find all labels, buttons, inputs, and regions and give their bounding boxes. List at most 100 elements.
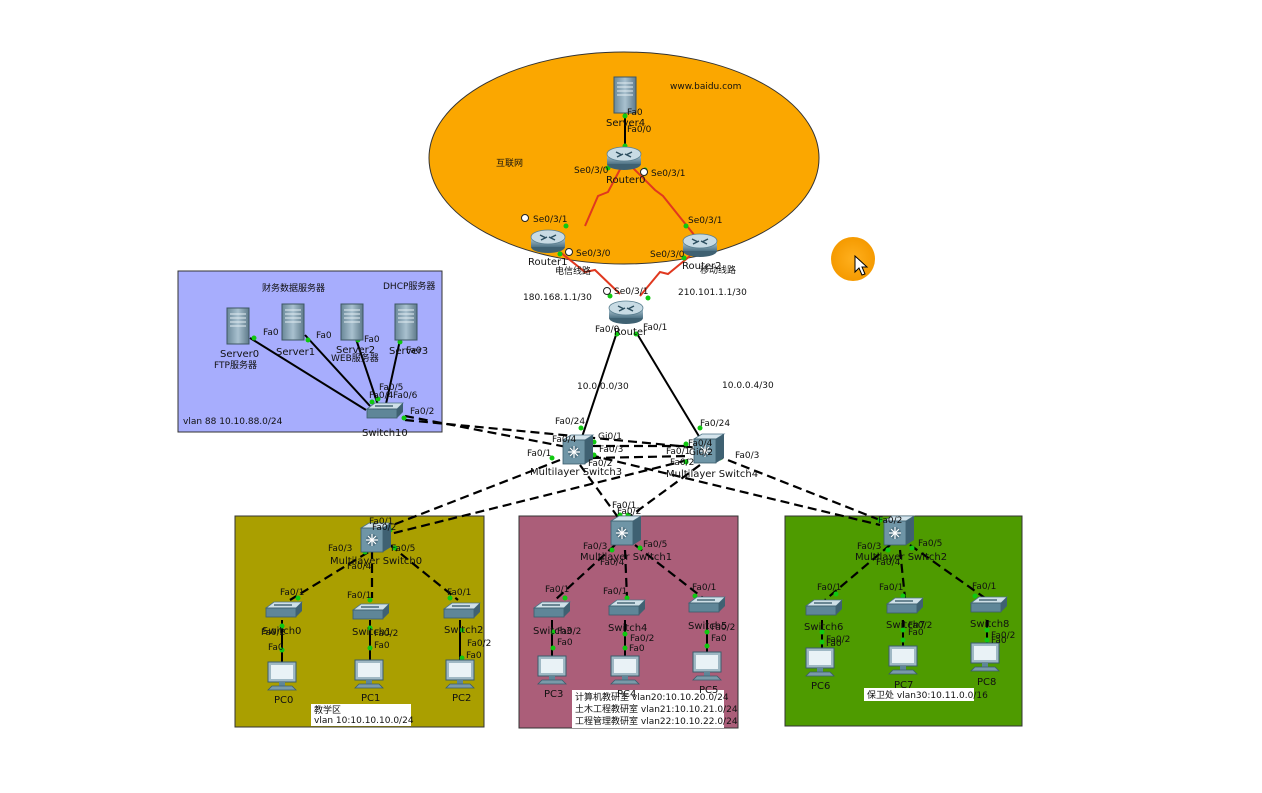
link-mls4-mls1[interactable] [624, 464, 701, 521]
link-mls3-mls0[interactable] [379, 458, 561, 532]
link-mls1-switch5[interactable] [634, 544, 704, 599]
port-label: Fa0/1 [643, 323, 667, 333]
switch5[interactable] [688, 596, 726, 613]
port-label: Fa0 [627, 108, 643, 118]
switch2[interactable] [443, 602, 481, 619]
server0[interactable] [226, 307, 250, 345]
link-mls3-mls4-b[interactable] [591, 454, 691, 460]
port-label: Fa0/2 [617, 507, 641, 517]
port-label: Fa0/24 [700, 419, 730, 429]
label-pc0: PC0 [274, 695, 293, 706]
link-router-mls4[interactable] [635, 331, 701, 439]
router0[interactable] [606, 146, 642, 171]
server1[interactable] [281, 303, 305, 341]
research-note-line1: 计算机教研室 vlan20:10.10.20.0/24 [575, 691, 729, 703]
link-mls3-mls2[interactable] [589, 453, 881, 527]
link-server1-switch10[interactable] [304, 334, 371, 407]
switch3[interactable] [533, 601, 571, 618]
security-note-line1: 保卫处 vlan30:10.11.0.0/16 [867, 689, 988, 701]
switch6[interactable] [805, 599, 843, 616]
pc8[interactable] [970, 642, 1000, 672]
serial-link-r1-r[interactable] [559, 251, 621, 295]
link-mls0-switch2[interactable] [389, 544, 459, 601]
pc1[interactable] [354, 659, 384, 689]
port-label: Fa0/2 [557, 627, 581, 637]
label-switch8: Switch8 [970, 619, 1009, 630]
server2[interactable] [340, 303, 364, 341]
port-label: Fa0/1 [666, 447, 690, 457]
teaching-zone[interactable] [234, 515, 485, 728]
label-switch7: Switch7 [886, 620, 925, 631]
port-label: Fa0/1 [603, 587, 627, 597]
link-mls2-switch7[interactable] [898, 549, 907, 599]
link-mls1-switch4[interactable] [623, 549, 629, 599]
label-pc7: PC7 [894, 680, 913, 691]
clock-icons [521, 168, 648, 295]
pc2[interactable] [445, 659, 475, 689]
port-label: Fa0/1 [447, 588, 471, 598]
switch7[interactable] [886, 597, 924, 614]
link-mls3-mls1[interactable] [579, 464, 621, 521]
port-label: Fa0/1 [879, 583, 903, 593]
link-server0-switch10[interactable] [249, 337, 367, 411]
label-server1: Server1 [276, 347, 315, 358]
link-server3-switch10[interactable] [385, 339, 401, 405]
link-mls4-mls0[interactable] [389, 458, 689, 536]
port-label: Fa0/2 [630, 634, 654, 644]
switch8[interactable] [970, 596, 1008, 613]
port-label: Fa0/2 [261, 628, 285, 638]
link-mls2-switch8[interactable] [909, 544, 986, 599]
serial-link-r0-r2[interactable] [624, 159, 696, 237]
label-mls0: Multilayer Switch0 [330, 556, 422, 567]
port-label: Fa0/2 [878, 516, 902, 526]
switch10[interactable] [366, 402, 404, 419]
link-switch10-mls4[interactable] [404, 418, 701, 450]
port-label: Fa0 [406, 346, 422, 356]
label-router: Router [614, 327, 648, 338]
switch4[interactable] [608, 599, 646, 616]
pc5[interactable] [692, 651, 722, 681]
multilayer-switch1[interactable] [610, 515, 642, 546]
port-label: Fa0 [466, 651, 482, 661]
serial-link-r0-r1[interactable] [584, 159, 626, 227]
link-mls2-switch6[interactable] [824, 544, 891, 601]
port-label: Fa0/0 [627, 125, 652, 135]
serial-link-r2-r[interactable] [639, 255, 691, 297]
port-label: Fa0 [316, 331, 332, 341]
label-switch0: Switch0 [262, 626, 301, 637]
port-label: Fa0 [268, 643, 284, 653]
net-label-mls3: 10.0.0.0/30 [577, 382, 629, 392]
port-labels: Fa0 Fa0/0 Se0/3/0 Se0/3/1 Se0/3/1 Se0/3/… [261, 108, 1015, 661]
label-switch2: Switch2 [444, 625, 483, 636]
pc7[interactable] [888, 645, 918, 675]
label-mls4: Multilayer Switch4 [666, 469, 758, 480]
server3[interactable] [394, 303, 418, 341]
router1[interactable] [530, 229, 566, 254]
link-router-mls3[interactable] [580, 331, 618, 441]
port-label: Fa0/1 [817, 583, 841, 593]
switch1[interactable] [352, 603, 390, 620]
port-label: Fa0 [557, 638, 573, 648]
port-label: Fa0/2 [588, 459, 612, 469]
port-label: Fa0/3 [583, 542, 607, 552]
link-switch10-mls3[interactable] [404, 414, 573, 450]
port-label: Fa0 [374, 641, 390, 651]
router-core[interactable] [608, 300, 644, 325]
switch0[interactable] [265, 601, 303, 618]
pc6[interactable] [805, 647, 835, 677]
pc0[interactable] [267, 661, 297, 691]
label-pc1: PC1 [361, 693, 380, 704]
port-label: Gi0/2 [689, 448, 713, 458]
pc4[interactable] [610, 655, 640, 685]
pc3[interactable] [537, 655, 567, 685]
port-label: Fa0/1 [369, 517, 393, 527]
label-server3: Server3 [389, 346, 428, 357]
port-label: Fa0/2 [908, 621, 932, 631]
link-server2-switch10[interactable] [354, 335, 379, 406]
port-status-dots [251, 113, 990, 661]
port-label: Se0/3/0 [650, 250, 685, 260]
router2[interactable] [682, 233, 718, 258]
link-mls4-mls2[interactable] [714, 453, 886, 524]
